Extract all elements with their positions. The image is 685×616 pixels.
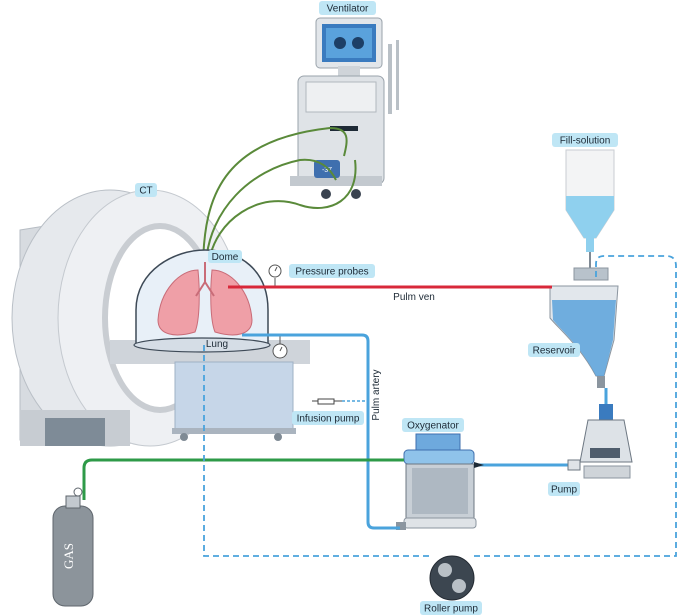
label-reservoir: Reservoir bbox=[528, 343, 580, 357]
ventilator-tubing bbox=[202, 126, 357, 263]
pressure-gauge-icon bbox=[272, 335, 288, 359]
gas-line bbox=[82, 458, 404, 500]
ct-table bbox=[172, 361, 296, 441]
gas-cylinder: GAS bbox=[52, 487, 94, 607]
label-ventilator-text: Ventilator bbox=[327, 4, 369, 15]
label-oxygenator-text: Oxygenator bbox=[407, 421, 459, 432]
roller-pump bbox=[429, 555, 475, 601]
label-ventilator: Ventilator bbox=[319, 1, 376, 15]
label-lung: Lung bbox=[206, 339, 228, 350]
roller-pump-loop bbox=[203, 255, 677, 557]
label-oxygenator: Oxygenator bbox=[402, 418, 464, 432]
label-pressure-probes-text: Pressure probes bbox=[295, 267, 368, 278]
label-reservoir-text: Reservoir bbox=[533, 346, 576, 357]
label-dome-text: Dome bbox=[212, 252, 239, 263]
label-infusion-pump: Infusion pump bbox=[292, 411, 364, 425]
oxygenator bbox=[396, 433, 477, 530]
ventilator-display-value: -37 bbox=[322, 167, 332, 174]
syringe-icon bbox=[312, 398, 366, 405]
ventilator: -37 bbox=[290, 17, 399, 199]
label-pulm-ven: Pulm ven bbox=[393, 292, 435, 303]
fill-solution-bag bbox=[565, 149, 615, 268]
label-fill-solution-text: Fill-solution bbox=[560, 136, 611, 147]
gas-label: GAS bbox=[61, 543, 76, 569]
label-roller-pump: Roller pump bbox=[420, 601, 482, 615]
label-roller-pump-text: Roller pump bbox=[424, 604, 478, 615]
label-fill-solution: Fill-solution bbox=[552, 133, 618, 147]
centrifugal-pump bbox=[579, 404, 633, 479]
lung bbox=[157, 262, 253, 336]
label-dome: Dome bbox=[208, 250, 242, 263]
pulm-artery-line bbox=[242, 333, 400, 530]
label-pressure-probes: Pressure probes bbox=[289, 264, 375, 278]
label-pump: Pump bbox=[548, 482, 580, 496]
label-infusion-pump-text: Infusion pump bbox=[297, 414, 360, 425]
label-ct: CT bbox=[135, 183, 157, 197]
label-pulm-artery: Pulm artery bbox=[371, 369, 382, 420]
pressure-gauge-icon bbox=[268, 264, 282, 286]
reservoir bbox=[549, 267, 619, 388]
label-ct-text: CT bbox=[139, 186, 152, 197]
label-pump-text: Pump bbox=[551, 485, 578, 496]
